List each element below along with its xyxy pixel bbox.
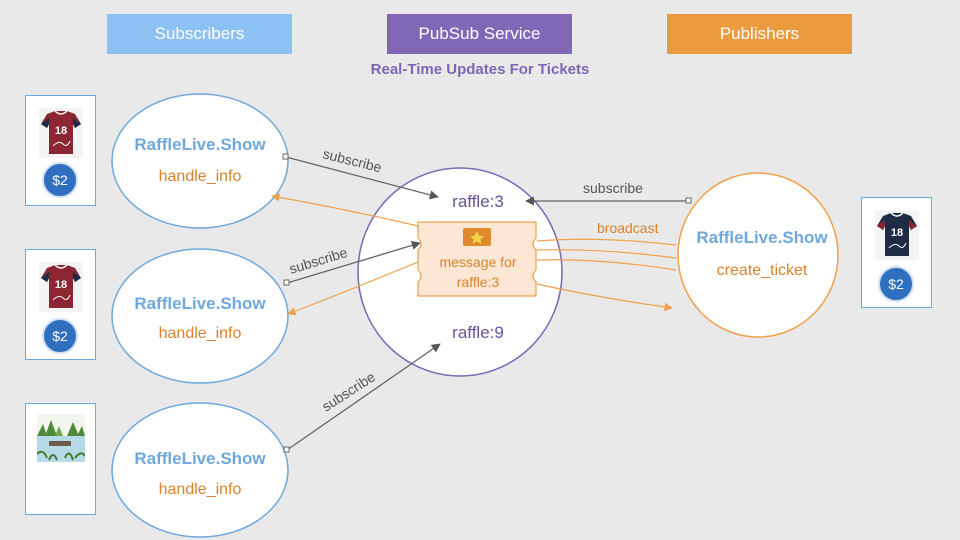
subscriber-module-label: RaffleLive.Show [134, 135, 266, 154]
svg-text:18: 18 [55, 125, 67, 137]
svg-text:18: 18 [55, 279, 67, 291]
jersey-18-icon: 18 [39, 108, 83, 158]
publisher-callback-label: create_ticket [717, 262, 808, 279]
arrow-origin-marker [282, 153, 289, 160]
publisher-circle [677, 172, 839, 338]
broadcast-label: broadcast [597, 220, 659, 236]
subscribers-header: Subscribers [107, 14, 292, 54]
broadcast-line [536, 249, 677, 259]
publishers-header: Publishers [667, 14, 852, 54]
jersey-18-icon: 18 [39, 262, 83, 312]
ticket-star-icon [463, 228, 491, 246]
ticket-card: 18 $2 [25, 95, 96, 206]
pubsub-header: PubSub Service [387, 14, 572, 54]
subscriber-circle [111, 402, 289, 538]
publisher-module-label: RaffleLive.Show [696, 228, 828, 247]
message-line2: raffle:3 [457, 274, 500, 290]
ticket-card [25, 403, 96, 515]
arrow-origin-marker [685, 197, 692, 204]
publisher-subscribe-label: subscribe [583, 180, 643, 196]
arrow-origin-marker [283, 279, 290, 286]
price-badge: $2 [878, 266, 914, 302]
ticket-card: 18 $2 [25, 249, 96, 360]
subscribe-arrow-label: subscribe [287, 244, 349, 277]
price-badge: $2 [42, 318, 78, 354]
subscribe-arrow [285, 156, 439, 200]
subscribe-arrow [286, 343, 441, 451]
subscriber-circle [111, 93, 289, 229]
message-line1: message for [439, 254, 516, 270]
subscriber-module-label: RaffleLive.Show [134, 294, 266, 313]
landscape-icon [37, 414, 85, 462]
broadcast-line [536, 238, 677, 246]
arrow-origin-marker [283, 446, 290, 453]
jersey-18-icon: 18 [875, 210, 919, 260]
subscriber-callback-label: handle_info [159, 325, 242, 342]
topic-label: raffle:9 [452, 323, 504, 342]
message-ticket [417, 221, 537, 297]
delivery-arrow [287, 261, 419, 316]
diagram-subtitle: Real-Time Updates For Tickets [370, 61, 590, 78]
broadcast-line [536, 259, 677, 271]
subscriber-circle [111, 248, 289, 384]
price-badge: $2 [42, 162, 78, 198]
publisher-ticket-card: 18 $2 [861, 197, 932, 308]
subscribe-arrow-label: subscribe [321, 145, 383, 175]
subscriber-callback-label: handle_info [159, 168, 242, 185]
delivery-arrow [271, 193, 419, 227]
subscriber-module-label: RaffleLive.Show [134, 449, 266, 468]
svg-text:18: 18 [891, 227, 903, 239]
topic-label: raffle:3 [452, 192, 504, 211]
subscribe-arrow [286, 241, 421, 284]
delivery-arrow [536, 283, 673, 312]
subscriber-callback-label: handle_info [159, 481, 242, 498]
